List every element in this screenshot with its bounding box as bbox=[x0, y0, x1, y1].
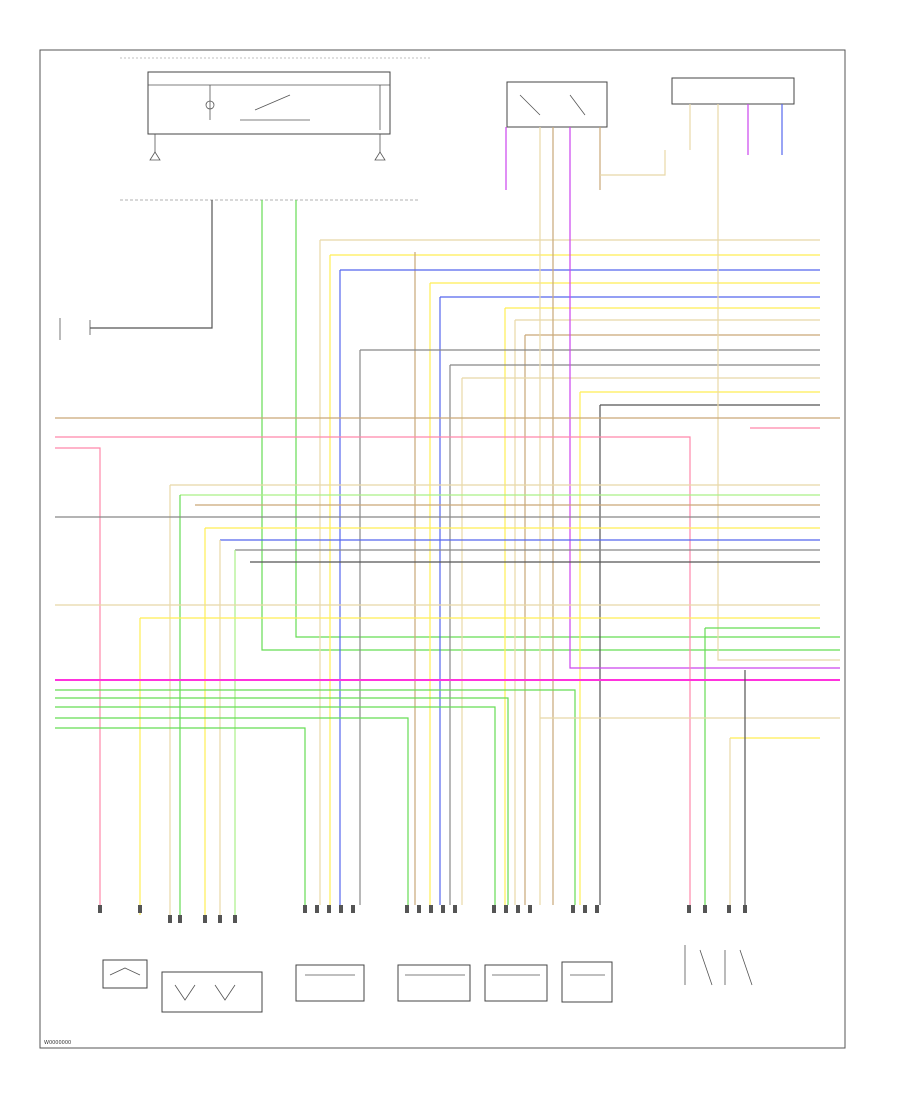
footer-code: W0000000 bbox=[44, 1040, 71, 1046]
right-terminal-labels bbox=[808, 236, 826, 426]
fuel-tank-sender bbox=[684, 945, 753, 986]
module-4 bbox=[484, 964, 548, 1002]
module-2 bbox=[295, 964, 365, 1002]
ground-left-icon bbox=[149, 134, 161, 161]
seat-heater-module bbox=[671, 77, 795, 105]
ground-right-icon bbox=[374, 134, 386, 161]
module-5 bbox=[561, 961, 613, 1003]
seat-heater-switch bbox=[506, 81, 608, 128]
connector-pins bbox=[98, 905, 747, 923]
switch-left bbox=[102, 959, 148, 989]
ignition-switch bbox=[59, 318, 91, 340]
module-3 bbox=[397, 964, 471, 1002]
diagram-frame bbox=[39, 49, 846, 1049]
relay-box bbox=[147, 71, 391, 135]
module-1-seat-heater bbox=[161, 971, 263, 1013]
